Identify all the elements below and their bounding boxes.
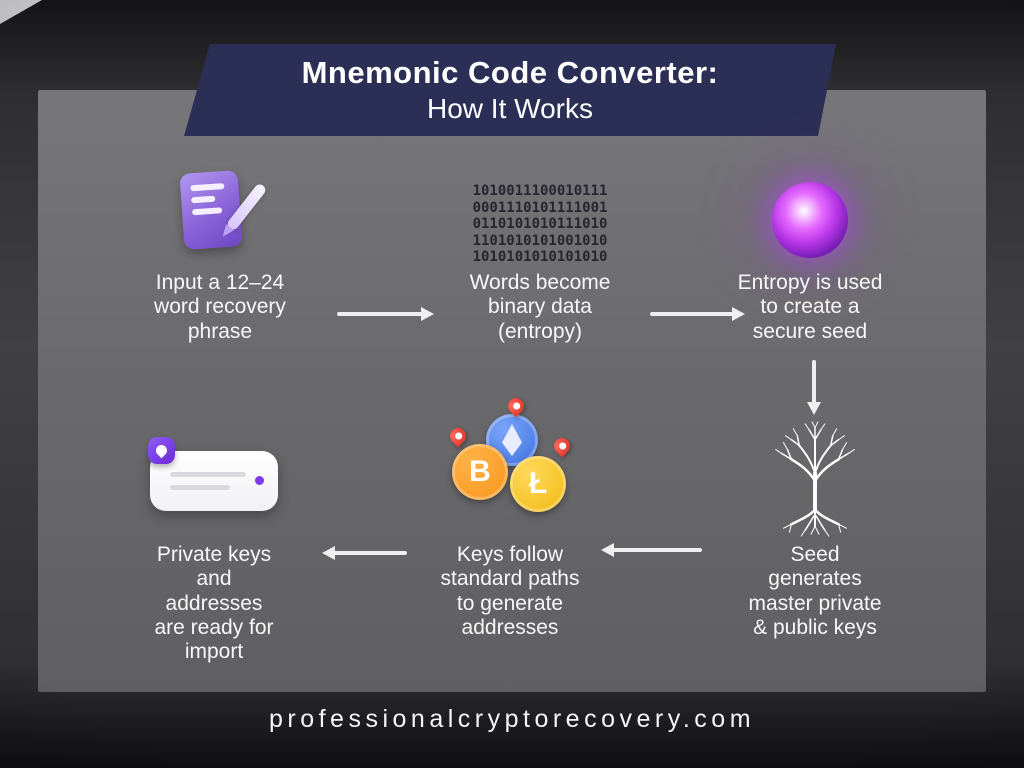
step-binary-entropy: 1010011100010111 0001110101111001 011010…: [440, 165, 640, 430]
page-subtitle: How It Works: [427, 93, 593, 124]
address-line: [170, 472, 246, 477]
litecoin-coin-icon: Ł: [510, 456, 566, 512]
step5-caption: Keys follow standard paths to generate a…: [440, 543, 580, 640]
accent-dot: [255, 476, 264, 485]
location-pin-icon: [148, 437, 175, 464]
seed-tree-icon: [760, 416, 870, 547]
step2-caption: Words become binary data (entropy): [469, 271, 611, 343]
footer-url: professionalcryptorecovery.com: [268, 705, 756, 733]
address-card-icon: [148, 437, 278, 511]
arrow-step3-to-step4: [812, 360, 816, 404]
binary-line: 1101010101001010: [472, 232, 608, 249]
notepad-pen-icon: [176, 170, 268, 262]
arrow-step5-to-step6: [333, 551, 407, 555]
step-import-ready: Private keys and addresses are ready for…: [114, 435, 314, 680]
step-input-phrase: Input a 12–24 word recovery phrase: [120, 165, 320, 430]
notepad-text-line: [191, 207, 223, 216]
ethereum-logo: [502, 424, 522, 456]
binary-data-icon: 1010011100010111 0001110101111001 011010…: [473, 183, 608, 266]
step6-caption: Private keys and addresses are ready for…: [154, 543, 274, 664]
binary-line: 1010101010101010: [472, 249, 608, 266]
map-pin-icon: [550, 434, 574, 458]
step-derivation-paths: B Ł Keys follow standard paths to genera…: [410, 394, 610, 680]
step-master-keys: Seed generates master private & public k…: [715, 410, 915, 680]
arrow-step2-to-step3: [650, 312, 734, 316]
title-banner: Mnemonic Code Converter: How It Works: [184, 44, 836, 136]
crypto-coins-icon: B Ł: [446, 394, 575, 537]
entropy-orb-icon: [772, 182, 848, 258]
bitcoin-coin-icon: B: [452, 444, 508, 500]
binary-line: 0110101010111010: [472, 216, 608, 233]
notepad-text-line: [191, 195, 216, 204]
step1-caption: Input a 12–24 word recovery phrase: [154, 271, 286, 343]
arrow-step4-to-step5: [612, 548, 702, 552]
map-pin-icon: [446, 424, 470, 448]
binary-line: 0001110101111001: [472, 199, 608, 216]
step4-caption: Seed generates master private & public k…: [748, 543, 882, 640]
step-secure-seed: Entropy is used to create a secure seed: [710, 165, 910, 430]
address-line: [170, 485, 230, 490]
binary-line: 1010011100010111: [472, 183, 608, 199]
page-title: Mnemonic Code Converter:: [301, 55, 719, 90]
background-highlight: [0, 0, 42, 24]
step3-caption: Entropy is used to create a secure seed: [737, 271, 883, 343]
notepad-text-line: [190, 183, 225, 192]
arrow-step1-to-step2: [337, 312, 423, 316]
notepad-body: [179, 170, 243, 250]
